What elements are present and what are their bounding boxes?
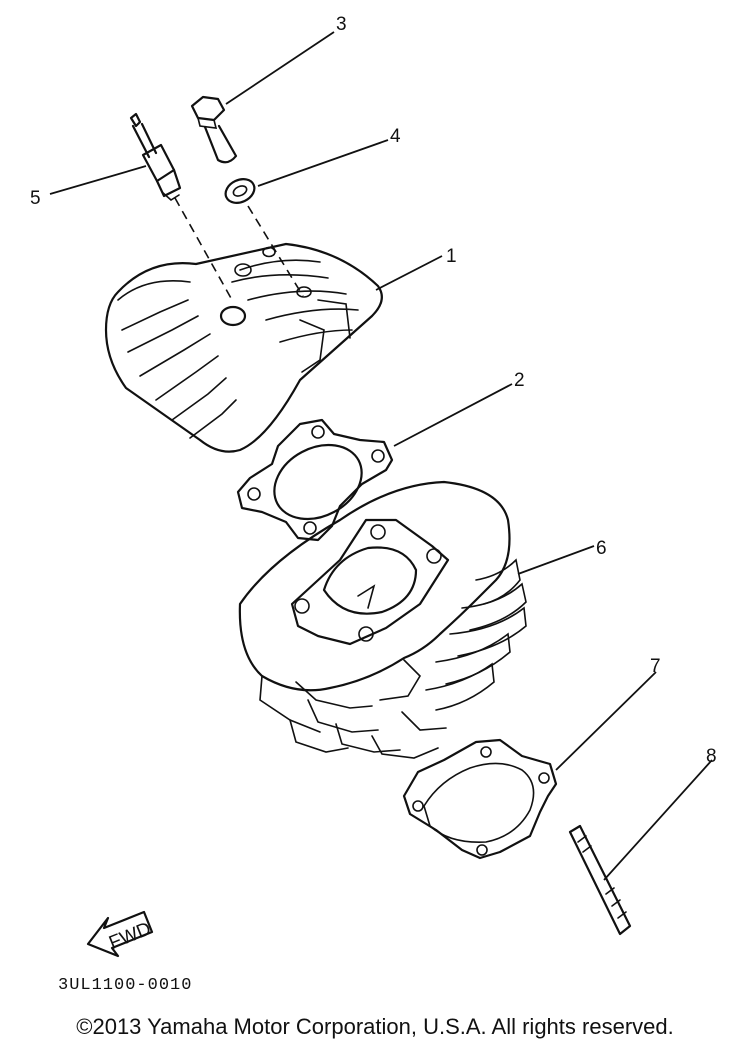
part-5-spark-plug <box>129 112 182 201</box>
leader-line-7 <box>555 671 657 771</box>
part-2-head-gasket <box>236 418 394 542</box>
callout-6: 6 <box>596 538 607 559</box>
leader-line-8 <box>603 759 713 881</box>
part-4-washer <box>224 178 256 204</box>
copyright-notice: ©2013 Yamaha Motor Corporation, U.S.A. A… <box>76 1014 674 1039</box>
part-7-base-gasket <box>402 738 558 860</box>
diagram-reference-code: 3UL1100-0010 <box>58 976 193 995</box>
part-1-cylinder-head <box>104 242 383 453</box>
callout-3: 3 <box>336 14 347 35</box>
callout-8: 8 <box>706 746 717 767</box>
part-8-stud-bolt <box>568 824 632 936</box>
leader-line-5 <box>49 165 147 195</box>
callout-2: 2 <box>514 370 525 391</box>
leader-line-3 <box>225 31 335 105</box>
part-3-bolt <box>190 95 238 164</box>
leader-line-6 <box>517 545 595 575</box>
callout-4: 4 <box>390 126 401 147</box>
fwd-direction-arrow: FWD <box>86 910 154 958</box>
part-6-cylinder <box>238 480 527 759</box>
leader-line-4 <box>257 139 389 187</box>
callout-5: 5 <box>30 188 41 209</box>
leader-line-2 <box>393 383 513 447</box>
leader-line-1 <box>375 255 443 291</box>
callout-7: 7 <box>650 656 661 677</box>
callout-1: 1 <box>446 246 457 267</box>
assembly-line-plug <box>174 197 233 301</box>
